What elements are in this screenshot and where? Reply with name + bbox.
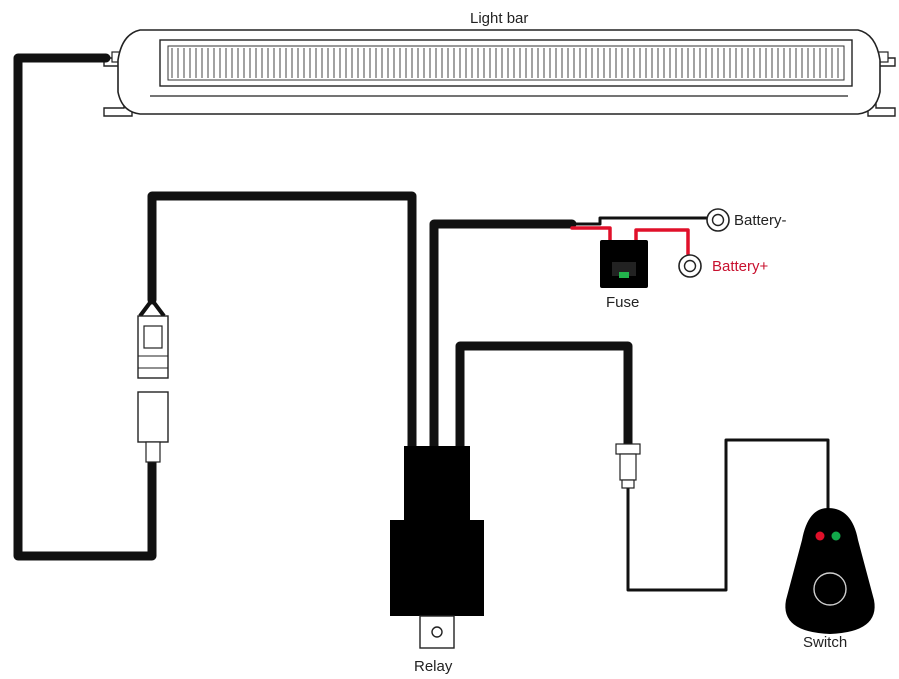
battery-negative-terminal [706, 208, 730, 232]
relay-label: Relay [414, 658, 453, 675]
ring-terminal-inner [711, 213, 725, 227]
switch-led-red [815, 531, 825, 541]
inline-connector-body [619, 453, 637, 481]
wire-switch-loop [626, 438, 830, 592]
light-bar-lens-inner [167, 45, 845, 81]
wire-relay-to-switch [455, 341, 633, 453]
switch-body [785, 508, 875, 634]
fuse-indicator [619, 272, 629, 278]
ring-terminal-inner [683, 259, 697, 273]
connector-wire-split [138, 298, 166, 318]
inline-connector-tail [621, 479, 635, 489]
switch-unit [785, 508, 875, 634]
battery-positive-terminal [678, 254, 702, 278]
wires [13, 53, 830, 592]
switch-button [813, 572, 847, 606]
relay-mount-hole [431, 626, 443, 638]
light-bar-label: Light bar [470, 10, 529, 27]
connector-strain-relief [145, 441, 161, 463]
connector-lower-housing [137, 391, 169, 443]
switch-inline-connector [615, 443, 641, 489]
fuse-window [612, 262, 636, 276]
connector-latch [143, 325, 163, 349]
light-bar-led-stripes [171, 48, 839, 78]
wire-battery-negative [570, 216, 710, 226]
wire-light-bar-return [13, 53, 157, 561]
switch-led-green [831, 531, 841, 541]
fuse-label: Fuse [606, 294, 640, 311]
battery-negative-label: Battery- [734, 212, 787, 229]
battery-positive-label: Battery+ [712, 258, 769, 275]
relay [390, 446, 484, 649]
plug-connector [137, 298, 169, 463]
fuse [600, 240, 648, 288]
relay-socket [404, 446, 470, 520]
switch-label: Switch [803, 634, 848, 651]
relay-body [390, 520, 484, 616]
light-bar [103, 29, 896, 117]
wire-fuse-positive-left [570, 226, 612, 246]
wire-connector-to-relay [147, 191, 417, 453]
inline-connector-collar [615, 443, 641, 455]
wire-relay-to-fuse [429, 219, 577, 453]
wire-fuse-positive-right [634, 228, 690, 256]
